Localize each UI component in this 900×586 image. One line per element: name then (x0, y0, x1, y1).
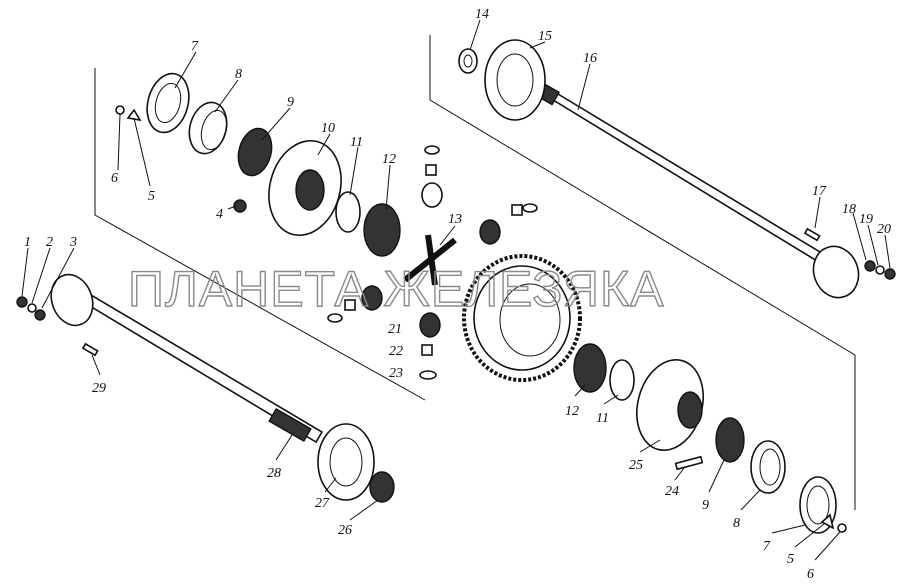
seal-14 (458, 48, 478, 74)
label-24: 24 (665, 484, 679, 499)
label-7-right: 7 (763, 539, 771, 554)
seal-26 (369, 471, 395, 503)
shim-plate-15 (484, 39, 546, 121)
bearing-race-8-right (750, 440, 786, 494)
label-12-right: 12 (565, 404, 579, 419)
label-11: 11 (350, 135, 363, 150)
label-13: 13 (448, 212, 462, 227)
label-26: 26 (338, 523, 352, 538)
label-19: 19 (859, 212, 873, 227)
label-8: 8 (235, 67, 242, 82)
label-11-right: 11 (596, 411, 609, 426)
label-14: 14 (475, 7, 489, 22)
pinion-washer-23 (419, 370, 437, 380)
bolt-6-right (837, 523, 847, 533)
side-gear-12 (363, 203, 401, 257)
label-6: 6 (111, 171, 118, 186)
side-gear-12-right (573, 343, 607, 393)
left-assembly-bracket (94, 68, 426, 401)
lock-plate-5-right (820, 513, 835, 530)
washer-2 (27, 303, 37, 313)
bolt-4 (233, 199, 247, 213)
label-22: 22 (389, 344, 403, 359)
label-21: 21 (388, 322, 402, 337)
label-1: 1 (24, 235, 31, 250)
nut-3 (34, 309, 46, 321)
label-4: 4 (216, 207, 223, 222)
label-2: 2 (46, 235, 53, 250)
stud-17 (803, 227, 821, 242)
label-8-right: 8 (733, 516, 740, 531)
thrust-washer-11-right (609, 359, 635, 401)
shim-plate-27 (317, 423, 375, 501)
pinion-gear-21 (419, 312, 441, 338)
label-17: 17 (812, 184, 827, 199)
label-15: 15 (538, 29, 552, 44)
bearing-race-8 (188, 101, 228, 155)
leader-lines (21, 19, 891, 561)
pinion-bushing-22 (421, 344, 433, 356)
label-5: 5 (148, 189, 155, 204)
label-3: 3 (69, 235, 77, 250)
stud-29 (81, 342, 99, 357)
label-29: 29 (92, 381, 106, 396)
label-27: 27 (315, 496, 330, 511)
ring-gear (462, 254, 582, 382)
roller-bearing-9 (237, 127, 273, 177)
label-20: 20 (877, 222, 891, 237)
bolt-6 (115, 105, 125, 115)
label-9: 9 (287, 95, 294, 110)
pinion-gears (327, 145, 538, 323)
nut-1 (16, 296, 28, 308)
label-12: 12 (382, 152, 396, 167)
watermark: ПЛАНЕТА ЖЕЛЕЗЯКА (128, 261, 664, 317)
label-9-right: 9 (702, 498, 709, 513)
label-25: 25 (629, 458, 643, 473)
spider-13 (403, 234, 457, 286)
differential-case-10 (268, 139, 342, 237)
right-assembly-bracket (429, 35, 856, 510)
label-18: 18 (842, 202, 856, 217)
bearing-cup-7 (146, 72, 190, 134)
half-shaft-28 (50, 273, 324, 444)
label-28: 28 (267, 466, 281, 481)
label-23: 23 (389, 366, 403, 381)
label-6-right: 6 (807, 567, 814, 582)
bolt-24 (674, 455, 704, 471)
nut-20 (884, 268, 896, 280)
label-7: 7 (191, 39, 199, 54)
roller-bearing-9-right (715, 417, 745, 463)
part-labels: 7 8 9 10 11 12 6 5 4 13 14 15 16 17 18 1… (24, 7, 891, 582)
washer-19 (875, 265, 885, 275)
thrust-washer-11 (335, 191, 361, 233)
label-16: 16 (583, 51, 597, 66)
label-5-right: 5 (787, 552, 794, 567)
nut-18 (864, 260, 876, 272)
differential-case-25 (636, 359, 704, 451)
label-10: 10 (321, 121, 335, 136)
